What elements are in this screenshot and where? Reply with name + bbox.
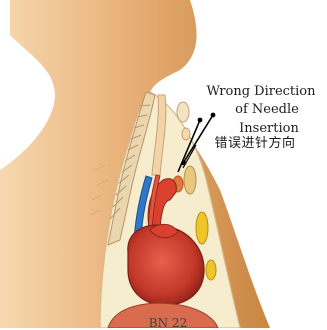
fat-pad-upper [196, 212, 208, 244]
annotation-line-3: Insertion [226, 121, 312, 136]
annotation-line-2: of Needle [212, 102, 322, 117]
annotation-line-1: Wrong Direction [196, 84, 326, 99]
fat-pad-lower [206, 260, 216, 280]
annotation-line-4-chinese: 错误进针方向 [207, 136, 303, 151]
thyroid-cartilage [177, 102, 189, 122]
cricoid-cartilage [182, 128, 190, 140]
sternum-top [184, 166, 196, 194]
